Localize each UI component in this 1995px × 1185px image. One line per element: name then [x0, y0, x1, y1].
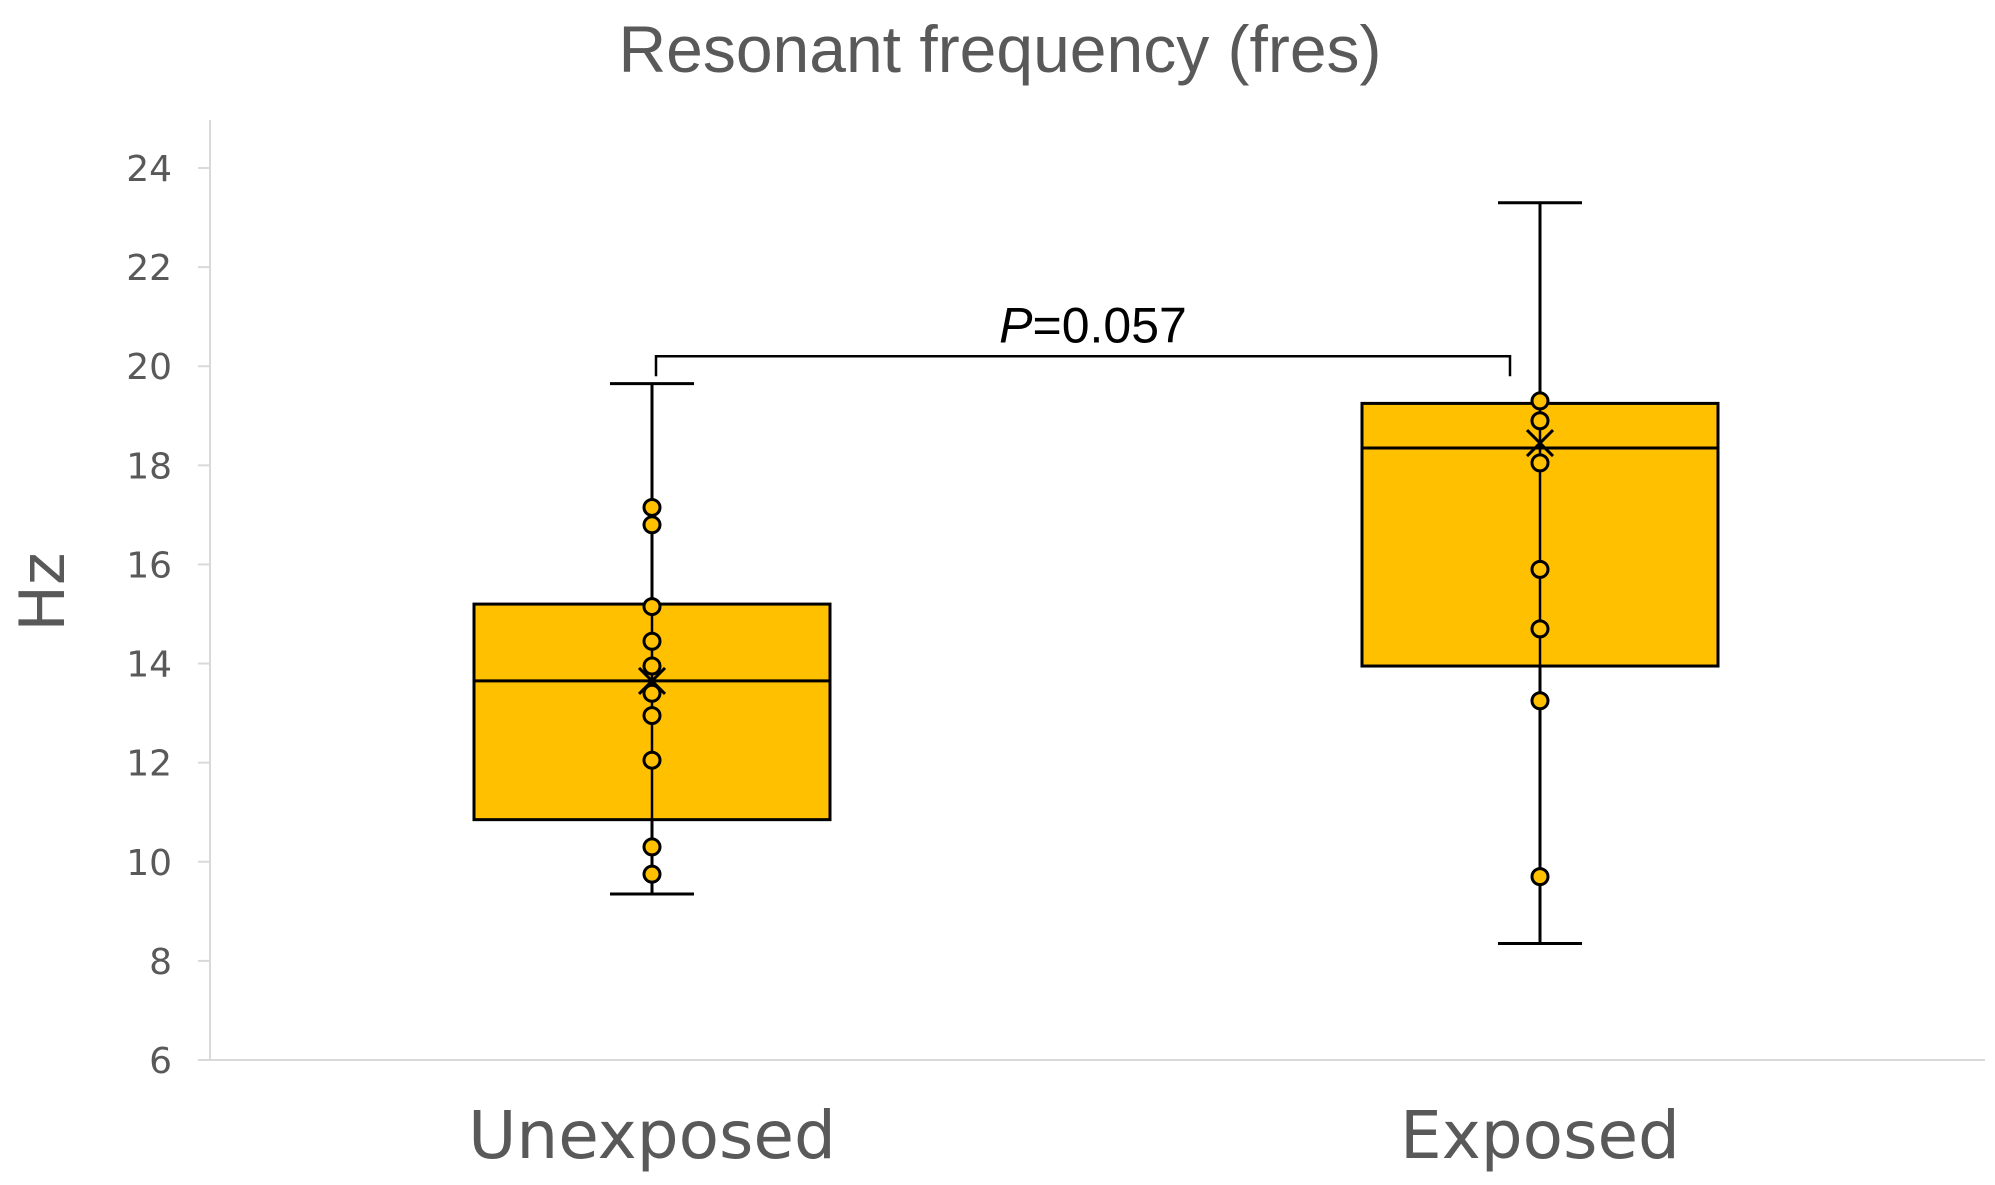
x-axis-categories: Unexposed Exposed — [468, 1097, 1680, 1174]
significance-annotation: P=0.057 — [654, 297, 1512, 377]
significance-bracket — [654, 355, 1512, 377]
data-point — [642, 683, 662, 703]
data-point — [1530, 411, 1550, 431]
mean-x-stroke — [1525, 428, 1555, 458]
y-tick-label: 18 — [126, 446, 172, 487]
data-point — [642, 864, 662, 884]
data-point — [1530, 391, 1550, 411]
data-point — [1530, 867, 1550, 887]
box-series — [472, 201, 1720, 946]
data-point — [1530, 453, 1550, 473]
chart-title: Resonant frequency (fres) — [618, 12, 1381, 86]
data-point — [642, 837, 662, 857]
data-point — [1530, 619, 1550, 639]
y-tick-label: 24 — [126, 149, 172, 190]
y-axis-label: Hz — [6, 552, 79, 631]
data-point — [642, 656, 662, 676]
data-point — [642, 750, 662, 770]
mean-marker — [637, 666, 667, 695]
y-axis-ticks: 6 8 10 12 14 16 18 20 22 24 — [126, 149, 210, 1082]
data-point — [1530, 691, 1550, 711]
y-tick-label: 16 — [126, 545, 172, 586]
y-tick-label: 6 — [149, 1041, 172, 1082]
y-tick-label: 14 — [126, 645, 172, 686]
box-exposed — [1360, 201, 1720, 946]
y-tick-label: 8 — [149, 942, 172, 983]
p-value-label: P=0.057 — [999, 297, 1187, 353]
y-tick-label: 22 — [126, 248, 172, 289]
x-category-label: Unexposed — [468, 1097, 836, 1174]
mean-x-stroke — [637, 666, 667, 695]
y-tick-label: 12 — [126, 744, 172, 785]
x-category-label: Exposed — [1400, 1097, 1680, 1174]
mean-marker — [1525, 428, 1555, 458]
data-point — [642, 631, 662, 651]
y-tick-label: 20 — [126, 347, 172, 388]
p-symbol: P — [999, 297, 1033, 353]
box-unexposed — [472, 382, 832, 896]
data-point — [642, 515, 662, 535]
p-value: =0.057 — [1033, 297, 1187, 353]
data-point — [642, 706, 662, 726]
axes — [209, 120, 1985, 1061]
data-point — [1530, 559, 1550, 579]
data-point — [642, 497, 662, 517]
data-point — [642, 597, 662, 617]
y-tick-label: 10 — [126, 843, 172, 884]
